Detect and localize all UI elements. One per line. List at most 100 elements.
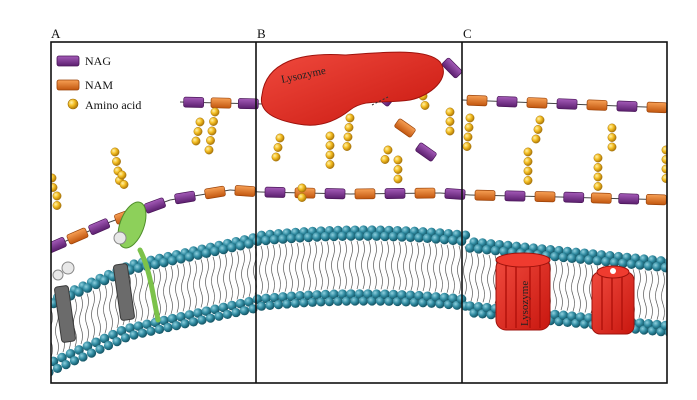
amino-acid xyxy=(523,166,533,176)
amino-acid xyxy=(297,193,307,202)
nag-sugar xyxy=(324,188,346,200)
amino-acid-icon xyxy=(67,98,79,110)
amino-acid xyxy=(273,143,283,152)
legend-label-nag: NAG xyxy=(85,54,111,68)
nag-sugar xyxy=(496,96,518,108)
amino-acid xyxy=(344,123,354,132)
amino-acid xyxy=(661,145,667,155)
nag-sugar xyxy=(144,197,166,214)
amino-acid xyxy=(593,172,603,182)
amino-acid xyxy=(297,183,307,193)
lysozyme-pore-label: Lysozyme xyxy=(519,281,531,326)
amino-acid xyxy=(52,201,62,210)
amino-acid xyxy=(523,157,533,166)
amino-acid xyxy=(465,113,475,123)
amino-acid xyxy=(209,117,218,126)
amino-acid xyxy=(380,155,390,164)
amino-acid xyxy=(593,153,603,163)
nag-sugar xyxy=(441,57,463,79)
panel-label-a: A xyxy=(51,26,61,41)
amino-acid xyxy=(191,136,201,146)
nam-sugar xyxy=(590,192,612,204)
amino-acid xyxy=(325,150,335,160)
legend-label-amino-acid: Amino acid xyxy=(85,98,141,112)
nam-sugar xyxy=(645,194,667,206)
amino-acid xyxy=(463,132,473,142)
nam-sugar xyxy=(354,188,376,200)
amino-acid xyxy=(593,182,603,191)
amino-acid xyxy=(383,145,393,155)
nam-sugar xyxy=(234,185,256,197)
nam-sugar xyxy=(646,101,667,114)
nam-sugar xyxy=(210,97,232,109)
nam-sugar xyxy=(586,99,608,111)
amino-acid xyxy=(607,142,617,152)
legend-label-nam: NAM xyxy=(85,78,113,92)
nam-sugar xyxy=(466,94,488,107)
amino-acid xyxy=(193,127,203,136)
amino-acid xyxy=(204,145,214,155)
amino-acid xyxy=(661,174,667,183)
amino-acid xyxy=(112,157,121,166)
amino-acid xyxy=(119,180,129,189)
nam-sugar-icon xyxy=(56,79,80,91)
amino-acid xyxy=(325,131,335,141)
amino-acid xyxy=(462,142,472,151)
panel-label-c: C xyxy=(463,26,472,41)
amino-acid xyxy=(393,165,403,174)
nam-sugar xyxy=(474,189,496,201)
amino-acid xyxy=(661,155,667,164)
nag-sugar xyxy=(556,98,578,110)
amino-acid xyxy=(275,133,285,143)
membrane-proteins xyxy=(52,201,161,343)
amino-acid xyxy=(210,107,220,117)
nag-sugar xyxy=(444,188,466,200)
amino-acid xyxy=(207,126,217,136)
amino-acid xyxy=(51,183,58,192)
nag-sugar xyxy=(88,218,111,235)
amino-acid xyxy=(325,141,335,150)
nam-sugar xyxy=(414,187,436,199)
amino-acid xyxy=(445,117,455,126)
nag-sugar xyxy=(183,96,205,108)
nag-sugar xyxy=(504,190,526,202)
amino-acid xyxy=(195,117,205,127)
amino-acid xyxy=(445,126,455,136)
amino-acid xyxy=(531,134,541,144)
amino-acid xyxy=(523,176,533,185)
lysozyme-enzyme-b: Lysozyme xyxy=(260,51,444,126)
nam-sugar xyxy=(66,227,89,245)
amino-acid xyxy=(661,164,667,174)
amino-acid xyxy=(52,191,62,201)
amino-acid xyxy=(343,132,353,142)
nag-sugar xyxy=(618,193,640,205)
nag-sugar xyxy=(237,98,259,110)
amino-acid xyxy=(110,147,120,157)
amino-acid xyxy=(342,142,352,151)
amino-acid xyxy=(607,133,617,142)
nag-sugar xyxy=(415,142,437,162)
nam-sugar xyxy=(394,118,416,138)
nam-sugar xyxy=(526,97,548,109)
amino-acid xyxy=(393,155,403,165)
nag-sugar xyxy=(264,186,286,198)
amino-acid xyxy=(523,147,533,157)
amino-acid xyxy=(445,107,455,117)
nag-sugar xyxy=(174,190,196,205)
amino-acid xyxy=(535,115,545,125)
amino-acid xyxy=(393,174,403,184)
nag-sugar xyxy=(616,100,638,112)
nag-sugar xyxy=(563,191,585,203)
amino-acid xyxy=(206,136,215,145)
legend: NAG NAM Amino acid xyxy=(56,54,141,112)
nam-sugar xyxy=(534,191,556,203)
nag-sugar xyxy=(51,237,67,254)
lipid-bilayer-membrane xyxy=(51,225,667,377)
panel-frame xyxy=(50,41,668,384)
amino-acid xyxy=(271,152,281,162)
amino-acid xyxy=(345,113,355,123)
amino-acid xyxy=(593,163,603,172)
amino-acid xyxy=(117,170,127,180)
amino-acid xyxy=(464,123,474,132)
